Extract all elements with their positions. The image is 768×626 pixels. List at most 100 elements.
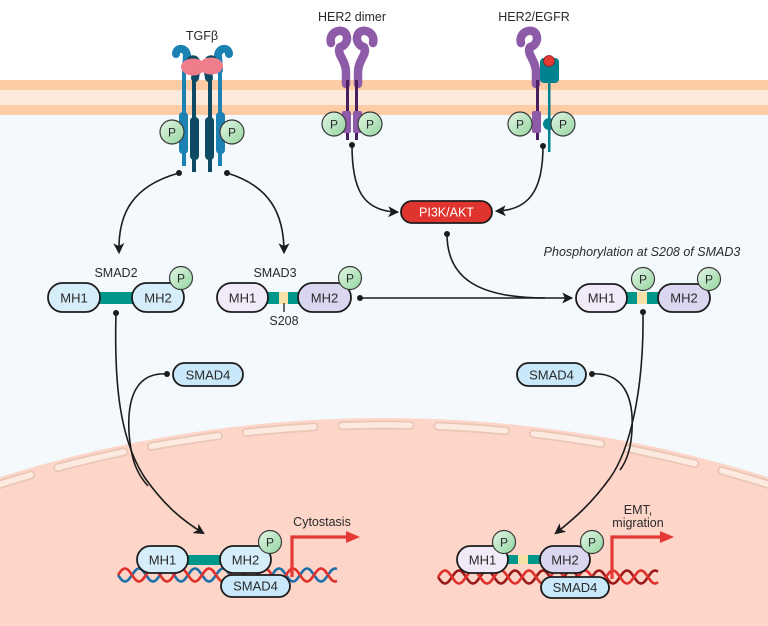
transcription-arrow-emt <box>610 531 674 579</box>
phosphate-icon <box>357 111 383 137</box>
phosphate-icon <box>550 111 576 137</box>
s208-site <box>637 292 647 304</box>
phosphate-icon <box>507 111 533 137</box>
signaling-arrows <box>113 142 646 535</box>
smad2-mh2-domain <box>219 545 272 574</box>
smad4-label: SMAD4 <box>553 580 598 595</box>
phosphate-icon <box>168 265 194 291</box>
arrow-tgfb-to-smad3 <box>226 172 290 255</box>
arrow-smad3-to-nucleus <box>554 311 644 535</box>
phosphate-label: P <box>266 536 274 550</box>
phosphate-label: P <box>500 536 508 550</box>
phosphate-icon <box>257 529 283 555</box>
smad2-mh1-domain <box>47 282 101 313</box>
smad2-mh1-domain <box>136 545 189 574</box>
phosphate-label: P <box>588 536 596 550</box>
smad2-label: SMAD2 <box>94 266 137 280</box>
smad4-box <box>516 362 587 387</box>
tgfb-ligand <box>181 57 223 76</box>
s208-site <box>279 292 288 304</box>
smad3-protein: SMAD3 S208 MH1 MH2 P <box>216 265 363 328</box>
arrow-smad2-to-nucleus <box>114 312 205 535</box>
smad2-mh2-label: MH2 <box>144 291 171 306</box>
pi3k-akt-label: PI3K/AKT <box>419 206 474 220</box>
phosphate-icon <box>491 529 517 555</box>
tgfb-label: TGFβ <box>186 29 218 43</box>
egfr-monomer <box>540 55 559 152</box>
smad2-smad4-complex: SMAD4 MH1 MH2 P <box>136 529 291 598</box>
tgfb-receptor-complex: P P <box>159 44 245 172</box>
smad2-mh2-domain <box>131 282 185 313</box>
smad2-mh1-label: MH1 <box>149 553 176 568</box>
emt-label: EMT, <box>624 503 652 517</box>
her2-dimer-label: HER2 dimer <box>318 10 386 24</box>
arrow-smad4-join-left <box>127 373 168 487</box>
smad3-mh1-label: MH1 <box>588 291 615 306</box>
transcription-arrow-cytostasis <box>290 531 360 577</box>
pi3k-akt-node: PI3K/AKT <box>400 200 493 224</box>
extracellular-space <box>0 0 768 80</box>
smad3-smad4-complex: SMAD4 MH1 MH2 P P <box>456 529 610 599</box>
phosphate-label: P <box>366 118 374 132</box>
her2-egfr-receptor: P P <box>507 26 576 152</box>
her2-dimer-receptor: P P <box>321 26 383 140</box>
arrow-her2-to-pi3k <box>351 144 400 218</box>
phosphate-icon <box>696 266 722 292</box>
smad3-mh2-label: MH2 <box>670 291 697 306</box>
smad2-linker <box>97 292 135 304</box>
smad3-s208-phosphorylated: MH1 MH2 P P <box>575 266 722 313</box>
phosphate-label: P <box>639 273 647 287</box>
her2-monomer <box>516 26 542 140</box>
smad4-label: SMAD4 <box>186 368 231 383</box>
smad2-linker <box>185 555 223 565</box>
dna-strand <box>436 569 659 585</box>
phosphate-label: P <box>168 126 176 140</box>
smad3-mh2-label: MH2 <box>311 291 338 306</box>
phospho-group: P <box>491 529 517 555</box>
smad2-mh2-label: MH2 <box>232 553 259 568</box>
nuclear-envelope <box>0 422 768 488</box>
phosphate-icon <box>630 266 656 292</box>
smad3-mh2-label: MH2 <box>551 553 578 568</box>
phospho-group: P <box>321 111 347 137</box>
phospho-group: P <box>357 111 383 137</box>
phosphate-label: P <box>177 272 185 286</box>
phosphate-label: P <box>330 118 338 132</box>
s208-site <box>518 555 528 564</box>
phosphate-icon <box>579 529 605 555</box>
phosphate-icon <box>321 111 347 137</box>
smad4-box <box>172 362 244 387</box>
phosphate-icon <box>219 119 245 145</box>
phosphate-label: P <box>228 126 236 140</box>
smad4-right: SMAD4 <box>516 362 587 387</box>
smad3-mh1-label: MH1 <box>469 553 496 568</box>
phospho-group: P <box>337 265 363 291</box>
smad3-mh2-domain <box>297 282 352 313</box>
phospho-group: P <box>579 529 605 555</box>
smad3-mh1-domain <box>456 545 509 574</box>
smad3-mh1-label: MH1 <box>229 291 256 306</box>
phospho-group: P <box>630 266 656 292</box>
arrow-pi3k-to-smad3 <box>446 233 546 299</box>
smad4-left: SMAD4 <box>172 362 244 387</box>
arrow-smad4-join-right <box>591 373 633 471</box>
smad4-label: SMAD4 <box>233 579 278 594</box>
cytostasis-label: Cytostasis <box>293 515 351 529</box>
phospho-group: P <box>507 111 533 137</box>
her2-egfr-label: HER2/EGFR <box>498 10 570 24</box>
phospho-group: P <box>257 529 283 555</box>
phosphate-label: P <box>559 118 567 132</box>
s208-label: S208 <box>269 314 298 328</box>
phosphate-icon <box>337 265 363 291</box>
arrow-her2-egfr-to-pi3k <box>494 145 544 217</box>
smad4-box <box>220 574 291 598</box>
smad3-mh2-domain <box>657 283 711 313</box>
phosphate-label: P <box>346 272 354 286</box>
phospho-group: P <box>696 266 722 292</box>
egf-ligand-icon <box>543 55 555 67</box>
phospho-group: P <box>219 119 245 145</box>
phosphorylation-annotation: Phosphorylation at S208 of SMAD3 <box>544 245 741 259</box>
phospho-group: P <box>168 265 194 291</box>
